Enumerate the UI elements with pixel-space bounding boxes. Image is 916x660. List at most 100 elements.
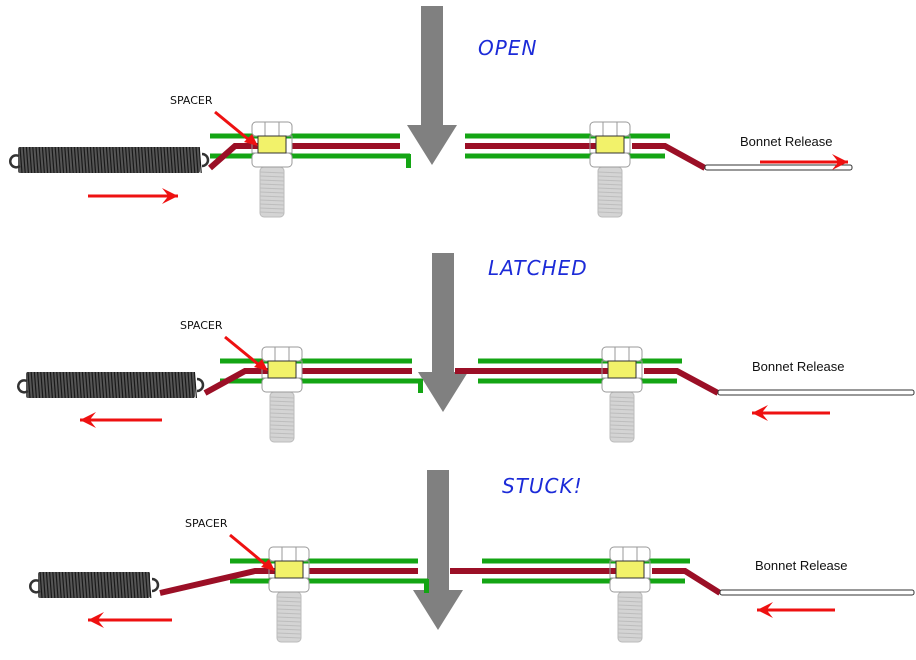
bolt-thread bbox=[259, 187, 285, 190]
bolt-thread bbox=[276, 620, 302, 623]
bolt-thread bbox=[259, 183, 285, 186]
spring-coil bbox=[112, 146, 116, 174]
bolt bbox=[261, 346, 303, 443]
spring-coil bbox=[83, 146, 87, 174]
spring-coil bbox=[40, 371, 44, 399]
spring-coil bbox=[174, 371, 178, 399]
bracket-lip bbox=[406, 154, 411, 168]
bolt-thread bbox=[617, 596, 643, 599]
bolt-nut bbox=[251, 152, 293, 168]
bracket-bottom-left bbox=[220, 378, 422, 384]
spring-coil bbox=[113, 371, 117, 399]
spring-coil bbox=[139, 371, 143, 399]
bolt-thread bbox=[269, 420, 295, 423]
spring-coil bbox=[90, 571, 94, 599]
bolt-thread bbox=[617, 600, 643, 603]
latch-bar-link bbox=[203, 368, 268, 396]
bolt-thread bbox=[609, 396, 635, 399]
spring-coil bbox=[125, 571, 129, 599]
bolt-thread bbox=[269, 404, 295, 407]
spring-coil bbox=[129, 571, 133, 599]
spring-force-arrow bbox=[88, 188, 178, 204]
spring-coil bbox=[192, 146, 196, 174]
force-arrow-head bbox=[832, 154, 848, 170]
spacer-block bbox=[274, 560, 304, 579]
spring-coil bbox=[102, 146, 106, 174]
striker-arrow bbox=[413, 470, 463, 630]
spring-coil bbox=[122, 571, 126, 599]
spring-coil bbox=[131, 146, 135, 174]
bonnet-release-label: Bonnet Release bbox=[740, 134, 833, 149]
spring-coil bbox=[132, 571, 136, 599]
spring-coil bbox=[81, 571, 85, 599]
bolt-thread bbox=[276, 596, 302, 599]
bolt-thread bbox=[617, 604, 643, 607]
spring-coil bbox=[57, 146, 61, 174]
bonnet-release-cable bbox=[704, 164, 853, 171]
spring-coil bbox=[67, 146, 71, 174]
spacer-pointer-head bbox=[261, 559, 275, 571]
bracket-bottom-left bbox=[230, 578, 428, 584]
spring-coil bbox=[45, 571, 49, 599]
spring-coil bbox=[41, 146, 45, 174]
spring bbox=[9, 146, 210, 174]
spring-coil bbox=[149, 371, 153, 399]
latch-bar-cable-link bbox=[632, 143, 707, 171]
spring-coil bbox=[53, 371, 57, 399]
spring-coil bbox=[49, 571, 53, 599]
bolt-thread bbox=[259, 203, 285, 206]
bolt-thread bbox=[597, 175, 623, 178]
spring-coil bbox=[166, 146, 170, 174]
spring-coil bbox=[25, 146, 29, 174]
spacer-label: SPACER bbox=[180, 319, 223, 332]
spring-coil bbox=[135, 571, 139, 599]
spring-hook-left bbox=[17, 379, 29, 394]
bolt-thread bbox=[276, 612, 302, 615]
spring-coil bbox=[32, 146, 36, 174]
spring-coil bbox=[158, 371, 162, 399]
latch-bar-left bbox=[292, 143, 400, 149]
bracket-lip bbox=[424, 579, 429, 593]
bolt-thread bbox=[276, 624, 302, 627]
bolt-thread bbox=[597, 171, 623, 174]
bolt-thread bbox=[259, 211, 285, 214]
spacer-block bbox=[595, 135, 625, 154]
spring-coil bbox=[133, 371, 137, 399]
latch-bar-right bbox=[455, 368, 608, 374]
spring-coil bbox=[69, 371, 73, 399]
spring-coil bbox=[19, 146, 23, 174]
spring-coil bbox=[74, 571, 78, 599]
spring-coil bbox=[120, 371, 124, 399]
spring-coil bbox=[99, 146, 103, 174]
latch-bar-right bbox=[465, 143, 596, 149]
spring-coil bbox=[49, 371, 53, 399]
spring-coil bbox=[78, 371, 82, 399]
spring-coil bbox=[106, 571, 110, 599]
bolt-thread bbox=[276, 632, 302, 635]
bracket-top-right bbox=[482, 558, 690, 564]
spring-coil bbox=[58, 571, 62, 599]
spring-coil bbox=[71, 571, 75, 599]
bolt-thread bbox=[609, 420, 635, 423]
bracket-bottom-left bbox=[210, 153, 410, 159]
spring-coil bbox=[187, 371, 191, 399]
latch-bar-left bbox=[302, 368, 412, 374]
bolt-thread bbox=[597, 203, 623, 206]
spring-coil bbox=[93, 146, 97, 174]
spring-coil bbox=[129, 371, 133, 399]
spring-coil bbox=[61, 146, 65, 174]
bracket-bottom-right bbox=[478, 378, 677, 384]
spring-force-arrow bbox=[88, 612, 172, 628]
bolt-thread bbox=[269, 408, 295, 411]
bolt-thread bbox=[617, 616, 643, 619]
bolt-thread bbox=[259, 175, 285, 178]
spring-coil bbox=[91, 371, 95, 399]
spring-coil bbox=[144, 146, 148, 174]
cable-force-arrow bbox=[752, 405, 830, 421]
spring-coil bbox=[80, 146, 84, 174]
bolt-thread bbox=[269, 436, 295, 439]
panel-title: STUCK! bbox=[502, 474, 583, 498]
bolt-thread bbox=[276, 628, 302, 631]
spring-coil bbox=[107, 371, 111, 399]
spring-coil bbox=[103, 571, 107, 599]
